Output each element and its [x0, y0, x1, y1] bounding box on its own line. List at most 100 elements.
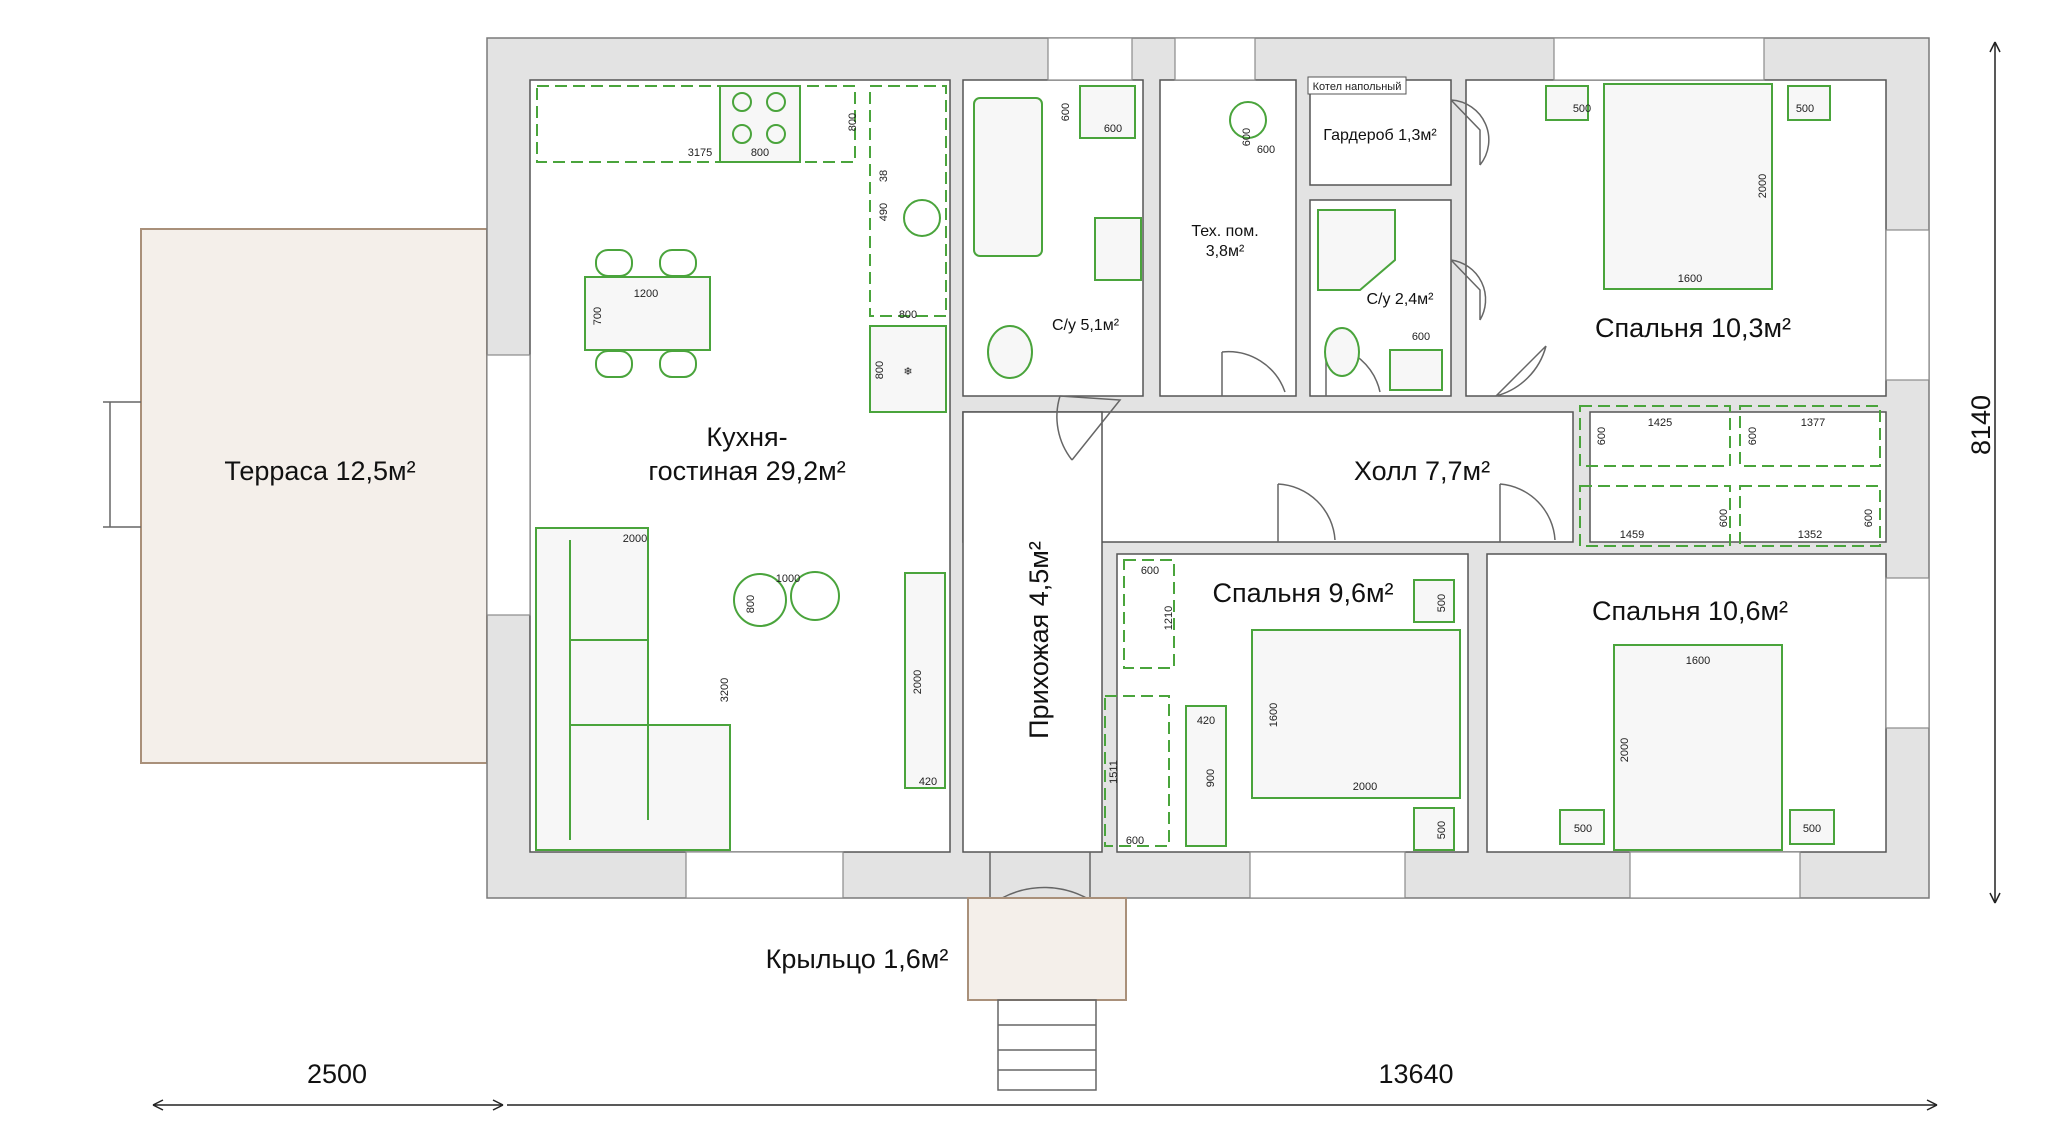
- chair-3: [595, 350, 633, 378]
- coffee-table-1: [733, 573, 787, 627]
- fd-wc1-600b: 600: [1104, 123, 1122, 135]
- boiler-callout-box: [1307, 76, 1407, 95]
- sink-bath2: [1389, 349, 1443, 391]
- kitchen-counter: [536, 85, 856, 163]
- fd-b3-500a: 500: [1574, 823, 1592, 835]
- chair-1: [595, 249, 633, 277]
- label-tech-2: 3,8м²: [1206, 243, 1245, 260]
- fridge-icon: ❄: [903, 366, 912, 378]
- fd-cl2-600a: 600: [1718, 509, 1730, 527]
- fridge: [869, 325, 947, 413]
- toilet-bath1: [987, 325, 1033, 379]
- closet-2a: [1579, 485, 1731, 547]
- label-bedroom2: Спальня 9,6м²: [1212, 578, 1393, 608]
- window-terrace-door: [486, 354, 531, 616]
- label-terrace: Терраса 12,5м²: [224, 456, 415, 486]
- chair-2: [659, 249, 697, 277]
- room-wardrobe: [1309, 79, 1452, 186]
- fd-side-490: 490: [878, 203, 890, 221]
- shower: [1317, 209, 1396, 291]
- window-bedroom1-top: [1553, 37, 1765, 81]
- fd-b3-2000: 2000: [1619, 738, 1631, 762]
- fd-cl1-1377: 1377: [1801, 417, 1825, 429]
- fd-counter: 3175: [688, 147, 712, 159]
- fd-b3-500b: 500: [1803, 823, 1821, 835]
- tv-unit: [904, 572, 946, 789]
- wardrobe-2a: [1123, 559, 1175, 669]
- toilet-bath2: [1324, 327, 1360, 377]
- hob-burner-3: [732, 124, 752, 144]
- fd-cl1-600b: 600: [1747, 427, 1759, 445]
- door-wardrobe: [1450, 99, 1490, 166]
- hob-burner-2: [766, 92, 786, 112]
- label-tech-1: Тех. пом.: [1191, 223, 1258, 240]
- fd-hob: 800: [751, 147, 769, 159]
- window-bedroom2-bottom: [1249, 851, 1406, 899]
- fd-counter-depth: 800: [847, 113, 859, 131]
- washing-machine: [1094, 217, 1142, 281]
- fd-b2-600: 600: [1141, 565, 1159, 577]
- fd-b1-500b: 500: [1796, 103, 1814, 115]
- door-bath1: [1056, 395, 1122, 461]
- fd-b1-2000: 2000: [1757, 174, 1769, 198]
- fd-b1-1600: 1600: [1678, 273, 1702, 285]
- dim-house-width: 13640: [1378, 1059, 1453, 1089]
- window-bedroom3-side: [1885, 577, 1930, 729]
- label-entrance: Прихожая 4,5м²: [1024, 541, 1054, 739]
- kitchen-side-counter: [869, 85, 947, 317]
- fd-coffee-800: 800: [745, 595, 757, 613]
- fd-coffee-1000: 1000: [776, 573, 800, 585]
- door-bedroom1: [1495, 345, 1547, 397]
- coffee-table-2: [790, 571, 840, 621]
- nightstand-3a: [1559, 809, 1605, 845]
- dim-arrow-house: [1926, 1099, 1938, 1111]
- room-tech: [1159, 79, 1297, 397]
- bathtub: [973, 97, 1043, 257]
- fd-b2-500b: 500: [1436, 821, 1448, 839]
- fd-b2-1600: 1600: [1268, 703, 1280, 727]
- dim-arrows-depth: [1989, 41, 2001, 904]
- kitchen-sink: [903, 199, 941, 237]
- closet-1b: [1739, 405, 1881, 467]
- bed-3: [1613, 644, 1783, 851]
- label-porch: Крыльцо 1,6м²: [766, 944, 949, 974]
- nightstand-2b: [1413, 807, 1455, 851]
- label-bath1: С/у 5,1м²: [1052, 317, 1120, 334]
- fd-cl2-1352: 1352: [1798, 529, 1822, 541]
- label-hall: Холл 7,7м²: [1354, 456, 1490, 486]
- fd-sofa-len: 2000: [623, 533, 647, 545]
- label-bedroom1: Спальня 10,3м²: [1595, 313, 1791, 343]
- window-kitchen-bottom: [685, 851, 844, 899]
- hob-burner-1: [732, 92, 752, 112]
- fd-tech-600b: 600: [1257, 144, 1275, 156]
- window-bath1: [1047, 37, 1133, 81]
- label-wardrobe: Гардероб 1,3м²: [1323, 127, 1437, 144]
- fd-tv-2000: 2000: [912, 670, 924, 694]
- porch-area: [967, 897, 1127, 1001]
- wardrobe-2b: [1104, 695, 1170, 847]
- label-bath2: С/у 2,4м²: [1366, 291, 1434, 308]
- door-entrance-frame: [989, 852, 1091, 898]
- fd-cl2-1459: 1459: [1620, 529, 1644, 541]
- label-kitchen-1: Кухня-: [706, 422, 787, 452]
- dim-arrows-terrace: [152, 1099, 504, 1111]
- fd-cl1-1425: 1425: [1648, 417, 1672, 429]
- dining-table: [584, 276, 711, 351]
- closet-2b: [1739, 485, 1881, 547]
- fd-b2-1210: 1210: [1163, 606, 1175, 630]
- window-bedroom1-side: [1885, 229, 1930, 381]
- porch-steps: [997, 999, 1097, 1091]
- fd-sink-800: 800: [899, 309, 917, 321]
- fd-fridge-800: 800: [874, 361, 886, 379]
- door-bath2-side: [1450, 259, 1487, 321]
- window-tech: [1174, 37, 1256, 81]
- hob-burner-4: [766, 124, 786, 144]
- room-entrance: [962, 411, 1103, 853]
- fd-tv-420: 420: [919, 776, 937, 788]
- bed-2: [1251, 629, 1461, 799]
- dim-terrace-width: 2500: [307, 1059, 367, 1089]
- label-bedroom3: Спальня 10,6м²: [1592, 596, 1788, 626]
- fd-b2-500a: 500: [1436, 594, 1448, 612]
- fd-b2-600b: 600: [1126, 835, 1144, 847]
